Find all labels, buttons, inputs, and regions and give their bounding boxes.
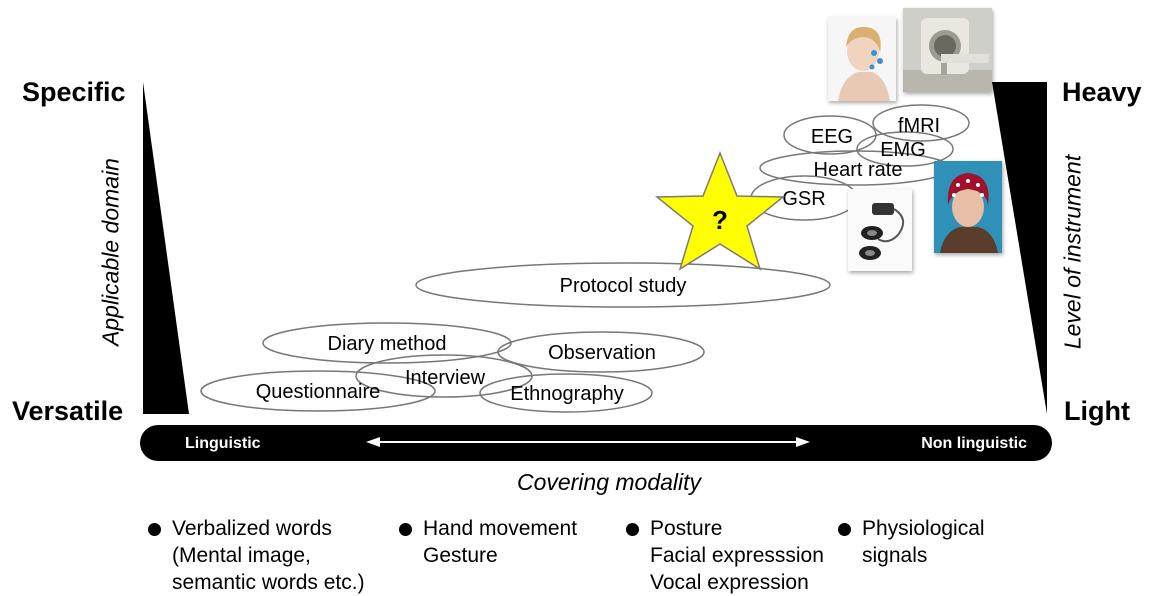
bullet-line: Verbalized words [172,517,332,540]
fmri-scanner-photo [903,8,992,92]
bullet-line: signals [862,544,928,567]
emg-ellipse [856,131,954,167]
bullet-dot [838,523,851,536]
ethnography-label: Ethnography [510,383,623,405]
bullet-linguistic: Verbalized words (Mental image, semantic… [148,515,365,596]
applicable-domain-wedge [143,82,189,414]
bullet-line: Gesture [423,544,498,567]
star-question-mark: ? [712,205,728,235]
bullet-dot [399,523,412,536]
bullet-line: Facial expresssion [650,544,824,567]
gsr-label: GSR [782,188,825,210]
gsr-sensor-photo [848,189,912,271]
eeg-woman-photo [828,17,896,101]
bullet-posture: Posture Facial expresssion Vocal express… [626,515,824,596]
protocol-label: Protocol study [560,275,687,297]
bullet-line: Hand movement [423,517,578,540]
bullet-line: (Mental image, [172,544,311,567]
bullet-hand-movement: Hand movement Gesture [399,515,577,569]
eeg-label: EEG [811,126,853,148]
questionnaire-label: Questionnaire [256,381,381,403]
bullet-line: Physiological [862,517,985,540]
heart-rate-label: Heart rate [814,159,903,181]
instrument-level-title: Level of instrument [1059,154,1086,350]
fmri-label: fMRI [898,115,940,137]
emg-label: EMG [880,139,926,161]
interview-label: Interview [405,367,486,389]
applicable-domain-title: Applicable domain [97,158,124,346]
bullet-line: semantic words etc.) [172,571,365,594]
linguistic-label: Linguistic [185,435,261,452]
diary-ellipse [262,322,512,364]
light-label: Light [1064,396,1130,426]
observation-label: Observation [548,342,656,364]
eeg-cap-photo [934,161,1002,253]
non-linguistic-label: Non linguistic [921,435,1027,452]
protocol-ellipse [415,262,831,308]
versatile-label: Versatile [12,396,124,426]
modality-double-arrow [366,437,810,447]
bullet-line: Posture [650,517,723,540]
instrument-level-wedge [992,82,1047,414]
bullet-dot [148,523,161,536]
unknown-method-star: ? [654,150,786,271]
observation-ellipse [497,331,705,373]
bullet-dot [626,523,639,536]
bullet-line: Vocal expression [650,571,809,594]
diary-label: Diary method [328,333,447,355]
questionnaire-ellipse [200,370,436,412]
fmri-ellipse [872,104,970,142]
covering-modality-title: Covering modality [516,469,702,495]
bullet-physiological: Physiological signals [838,515,985,569]
specific-label: Specific [22,77,126,107]
heavy-label: Heavy [1062,77,1142,107]
ethnography-ellipse [479,373,653,413]
